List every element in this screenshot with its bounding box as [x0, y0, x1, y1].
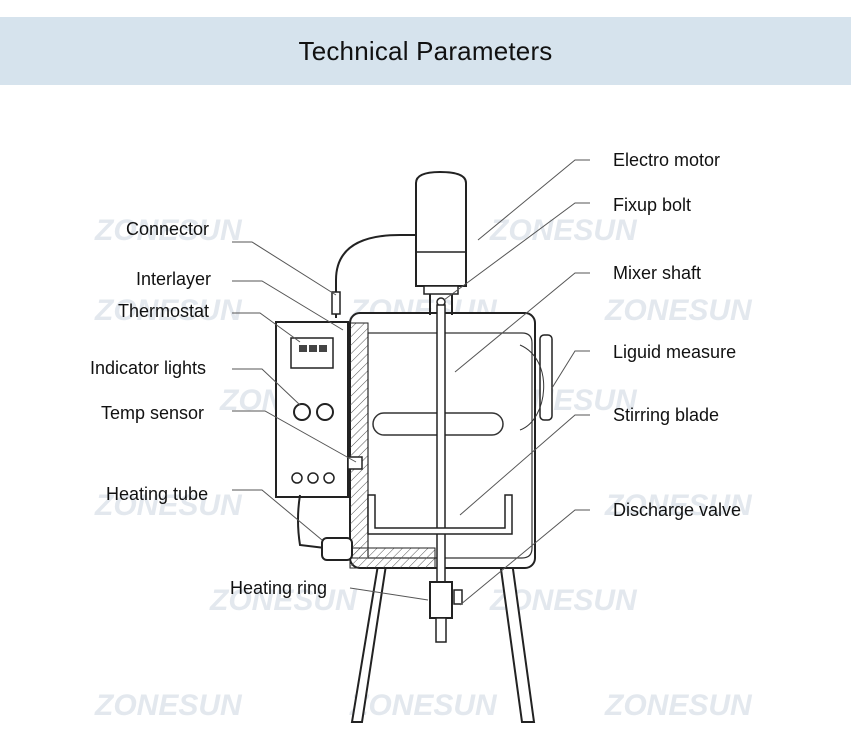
display-digit: [309, 345, 317, 352]
liquid-measure-gauge: [539, 334, 553, 421]
label-indicator-lights: Indicator lights: [90, 358, 206, 378]
leader-lines: [232, 159, 590, 606]
watermark: ZONESUN: [94, 689, 243, 722]
thermostat-display: [290, 337, 334, 369]
header-bar: Technical Parameters: [0, 17, 851, 85]
label-interlayer: Interlayer: [136, 269, 211, 289]
stirring-blade: [367, 494, 513, 535]
electro-motor: [415, 170, 467, 315]
indicator-light: [316, 403, 334, 421]
label-mixer-shaft: Mixer shaft: [613, 263, 701, 283]
watermark: ZONESUN: [604, 489, 753, 522]
label-thermostat: Thermostat: [118, 301, 209, 321]
label-stirring-blade: Stirring blade: [613, 405, 719, 425]
switch: [323, 472, 335, 484]
label-liquid-measure: Liguid measure: [613, 342, 736, 362]
watermark: ZONESUN: [604, 689, 753, 722]
labels: Connector Interlayer Thermostat Indicato…: [90, 150, 741, 598]
heating-tube: [321, 537, 353, 561]
label-heating-tube: Heating tube: [106, 484, 208, 504]
interlayer-bottom: [349, 547, 436, 569]
watermark: ZONESUN: [94, 294, 243, 327]
indicator-light: [293, 403, 311, 421]
watermark: ZONESUN: [604, 294, 753, 327]
display-digit: [319, 345, 327, 352]
watermark: ZONESUN: [349, 689, 498, 722]
valve-handle: [453, 589, 463, 605]
label-connector: Connector: [126, 219, 209, 239]
switch: [307, 472, 319, 484]
label-discharge-valve: Discharge valve: [613, 500, 741, 520]
watermark: ZONESUN: [94, 489, 243, 522]
label-heating-ring: Heating ring: [230, 578, 327, 598]
tank-inner-wall: [367, 332, 533, 559]
label-fixup-bolt: Fixup bolt: [613, 195, 691, 215]
heating-tube-cable: [297, 494, 326, 549]
watermark: ZONESUN: [209, 584, 358, 617]
control-panel: [275, 321, 363, 498]
interlayer-wall: [349, 322, 369, 559]
discharge-valve: [429, 581, 453, 619]
valve-spout: [435, 617, 447, 643]
watermark: ZONESUN: [94, 214, 243, 247]
label-temp-sensor: Temp sensor: [101, 403, 204, 423]
label-electro-motor: Electro motor: [613, 150, 720, 170]
connector-plug: [331, 291, 341, 315]
mixer-shaft: [436, 304, 446, 591]
tank-curve: [519, 344, 545, 431]
display-digit: [299, 345, 307, 352]
watermark: ZONESUN: [489, 214, 638, 247]
switch: [291, 472, 303, 484]
page-title: Technical Parameters: [298, 35, 553, 66]
motor-body: [415, 170, 467, 287]
connector-cable: [335, 234, 415, 318]
